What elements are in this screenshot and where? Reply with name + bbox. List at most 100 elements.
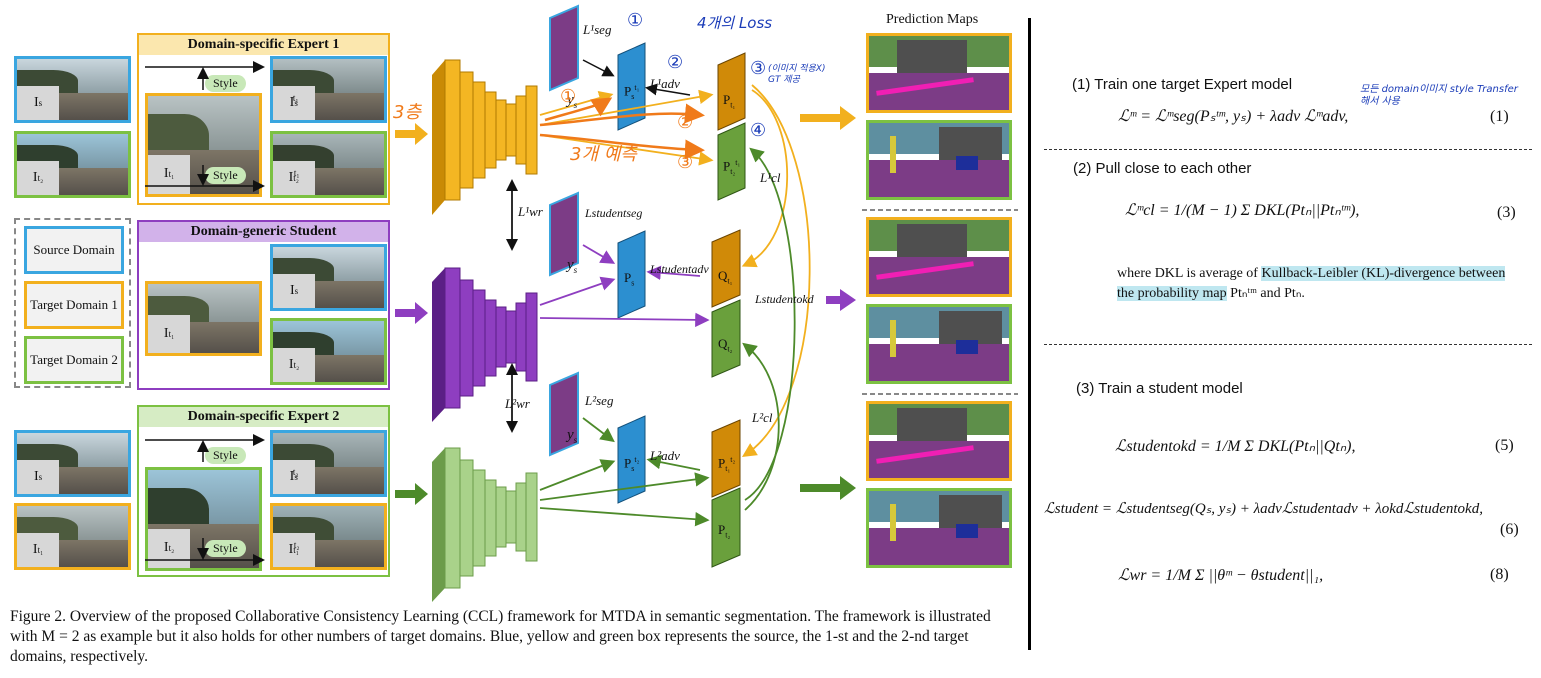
loss-okd-student: Lstudentokd xyxy=(755,292,814,306)
equation-5-number: (5) xyxy=(1495,437,1514,454)
equation-5: ℒstudentokd = 1/M Σ DKL(Ptₙ||Qtₙ), xyxy=(1115,438,1356,455)
annotation-num2: ② xyxy=(667,52,684,73)
legend-target2: Target Domain 2 xyxy=(24,336,124,384)
expert2-network xyxy=(432,447,538,602)
section2-heading: (2) Pull close to each other xyxy=(1073,160,1252,177)
equation-8-number: (8) xyxy=(1490,566,1509,583)
kl-explanation: where DKL is average of Kullback-Leibler… xyxy=(1117,264,1517,304)
annotation-3-predictions: 3개 예측 xyxy=(570,144,637,165)
loss-seg-student: Lstudentseg xyxy=(585,206,643,220)
prediction-maps-title: Prediction Maps xyxy=(886,12,979,27)
style-label-2b: Style xyxy=(205,540,246,557)
style-arrows xyxy=(145,61,265,566)
label-pt2: Pt₂ xyxy=(718,522,731,540)
prediction-map-5 xyxy=(866,401,1012,481)
divider-1 xyxy=(1044,149,1532,150)
student-output-arrow xyxy=(826,289,856,311)
divider-2 xyxy=(1044,344,1532,345)
kl-explanation-c: Ptₙᵗᵐ and Ptₙ. xyxy=(1226,286,1305,301)
loss-seg2: L²seg xyxy=(585,393,614,408)
annotation-gt-note: (이미지 적용X) GT 제공 xyxy=(768,64,826,85)
expert1-title: Domain-specific Expert 1 xyxy=(139,35,388,55)
label-ys-3: ys xyxy=(567,427,578,445)
equation-8: ℒwr = 1/M Σ ||θᵐ − θstudent||₁, xyxy=(1118,567,1324,584)
loss-adv-student: Lstudentadv xyxy=(650,262,709,276)
label-ps-student: Ps xyxy=(624,270,635,288)
annotation-3-stage: 3층 xyxy=(393,102,422,123)
label-ys-1: ys xyxy=(567,92,578,110)
expert2-output-arrow xyxy=(800,476,856,500)
pt-slabs xyxy=(711,52,746,568)
annotation-orange-1: ① xyxy=(560,86,577,107)
expert2-title: Domain-specific Expert 2 xyxy=(139,407,388,427)
expert1-output-arrow xyxy=(800,106,856,130)
equation-3: ℒᵐcl = 1/(M − 1) Σ DKL(Ptₙ||Ptₙᵗᵐ), xyxy=(1125,202,1360,219)
section1-handwritten-note: 모든 domain이미지 style Transfer해서 사용 xyxy=(1360,84,1518,107)
annotation-orange-3: ③ xyxy=(677,152,694,173)
prediction-map-6 xyxy=(866,488,1012,568)
prediction-map-3 xyxy=(866,217,1012,297)
loss-wr2: L²wr xyxy=(505,396,530,411)
annotation-num1-top: ① xyxy=(627,10,644,31)
prediction-map-4 xyxy=(866,304,1012,384)
figure-caption: Figure 2. Overview of the proposed Colla… xyxy=(10,608,991,665)
equation-3-number: (3) xyxy=(1497,204,1516,221)
equation-6: ℒstudent = ℒstudentseg(Qₛ, yₛ) + λadvℒst… xyxy=(1044,501,1483,517)
legend-source: Source Domain xyxy=(24,226,124,274)
student-network xyxy=(432,267,538,422)
label-pt2-t1: Pt₁t₂ xyxy=(718,455,736,473)
loss-adv2: L²adv xyxy=(650,448,680,463)
label-pt1: Pt₁ xyxy=(723,92,736,110)
section1-heading: (1) Train one target Expert model xyxy=(1072,76,1293,93)
equation-1: ℒᵐ = ℒᵐseg(Pₛᵗᵐ, yₛ) + λadv ℒᵐadv, xyxy=(1118,108,1349,125)
loss-cl2: L²cl xyxy=(752,410,773,425)
expert1-input-arrow xyxy=(395,123,428,145)
legend-target1: Target Domain 1 xyxy=(24,281,124,329)
loss-cl1: L¹cl xyxy=(760,170,781,185)
equation-1-number: (1) xyxy=(1490,108,1509,125)
section3-heading: (3) Train a student model xyxy=(1076,380,1243,397)
legend-frame xyxy=(14,218,131,388)
expert1-network xyxy=(432,59,538,215)
label-ys-2: ys xyxy=(567,257,578,275)
network-diagram xyxy=(145,4,1018,602)
equation-6-number: (6) xyxy=(1500,521,1519,538)
style-label-1a: Style xyxy=(205,75,246,92)
style-label-2a: Style xyxy=(205,447,246,464)
loss-seg1: L¹seg xyxy=(583,22,612,37)
label-ps2: Pst₂ xyxy=(624,455,640,473)
label-ps1: Pst₁ xyxy=(624,83,640,101)
label-qt2: Qt₂ xyxy=(718,336,733,354)
expert2-panel: Domain-specific Expert 2 xyxy=(137,405,390,577)
expert2-input-arrow xyxy=(395,483,428,505)
annotation-num4: ④ xyxy=(750,120,767,141)
annotation-num3: ③ xyxy=(750,58,767,79)
annotation-4-losses: 4개의 Loss xyxy=(697,14,773,32)
student-panel: Domain-generic Student xyxy=(137,220,390,390)
style-label-1b: Style xyxy=(205,167,246,184)
expert1-panel: Domain-specific Expert 1 xyxy=(137,33,390,205)
gt-slabs xyxy=(549,4,579,457)
vertical-divider xyxy=(1028,18,1031,650)
prediction-map-2 xyxy=(866,120,1012,200)
student-title: Domain-generic Student xyxy=(139,222,388,242)
student-input-arrow xyxy=(395,302,428,324)
annotation-orange-2: ② xyxy=(677,112,694,133)
loss-wr1: L¹wr xyxy=(518,204,543,219)
label-qt1: Qt₁ xyxy=(718,268,733,286)
prediction-map-1 xyxy=(866,33,1012,113)
label-pt1-t2: Pt₂t₁ xyxy=(723,158,741,176)
